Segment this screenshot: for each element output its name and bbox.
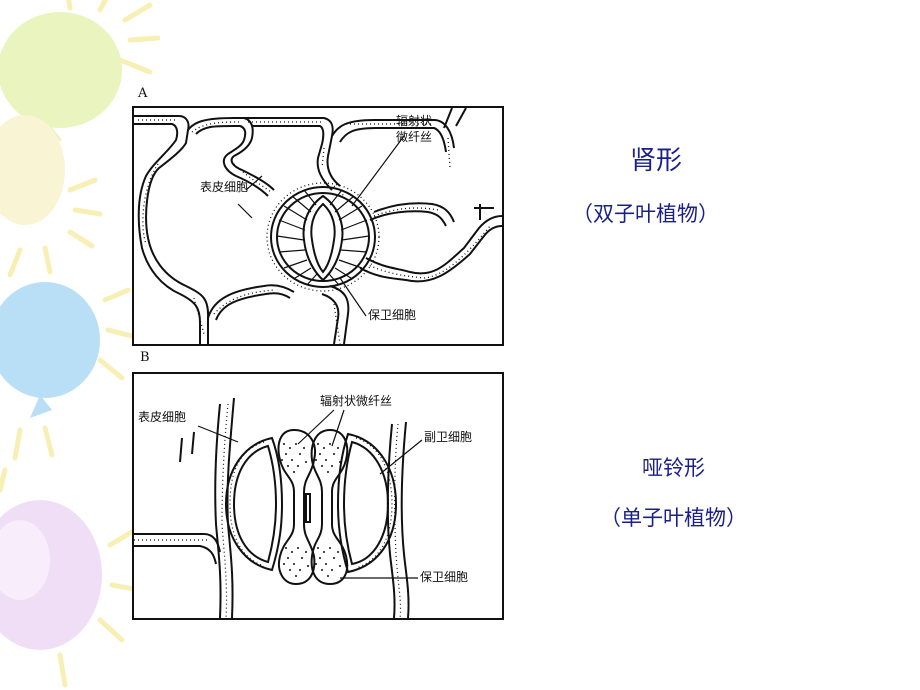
label-radial-microfibrils-line1: 辐射状 <box>396 114 433 128</box>
kidney-stomata-illustration <box>134 108 502 344</box>
panel-b-dumbbell-stomata: 表皮细胞 辐射状微纤丝 副卫细胞 保卫细胞 <box>132 372 504 620</box>
panel-b-letter: B <box>140 350 150 365</box>
label-radial-microfibrils: 辐射状微纤丝 <box>320 394 393 408</box>
label-guard-cell: 保卫细胞 <box>420 570 469 584</box>
label-epidermal-cell: 表皮细胞 <box>138 410 187 424</box>
dumbbell-shape-title: 哑铃形 <box>642 456 705 480</box>
label-epidermal-cell: 表皮细胞 <box>200 180 249 194</box>
label-radial-microfibrils-line2: 微纤丝 <box>396 130 433 144</box>
panel-a-letter: A <box>138 86 148 101</box>
dumbbell-stomata-illustration <box>134 397 423 618</box>
label-guard-cell: 保卫细胞 <box>368 308 417 322</box>
kidney-shape-title: 肾形 <box>630 146 683 176</box>
kidney-shape-subtitle: （双子叶植物） <box>572 202 719 226</box>
dumbbell-shape-subtitle: （单子叶植物） <box>600 506 747 530</box>
balloon-decoration <box>0 0 160 688</box>
label-subsidiary-cell: 副卫细胞 <box>424 430 473 444</box>
panel-a-kidney-stomata: 辐射状 微纤丝 表皮细胞 保卫细胞 <box>132 106 504 346</box>
